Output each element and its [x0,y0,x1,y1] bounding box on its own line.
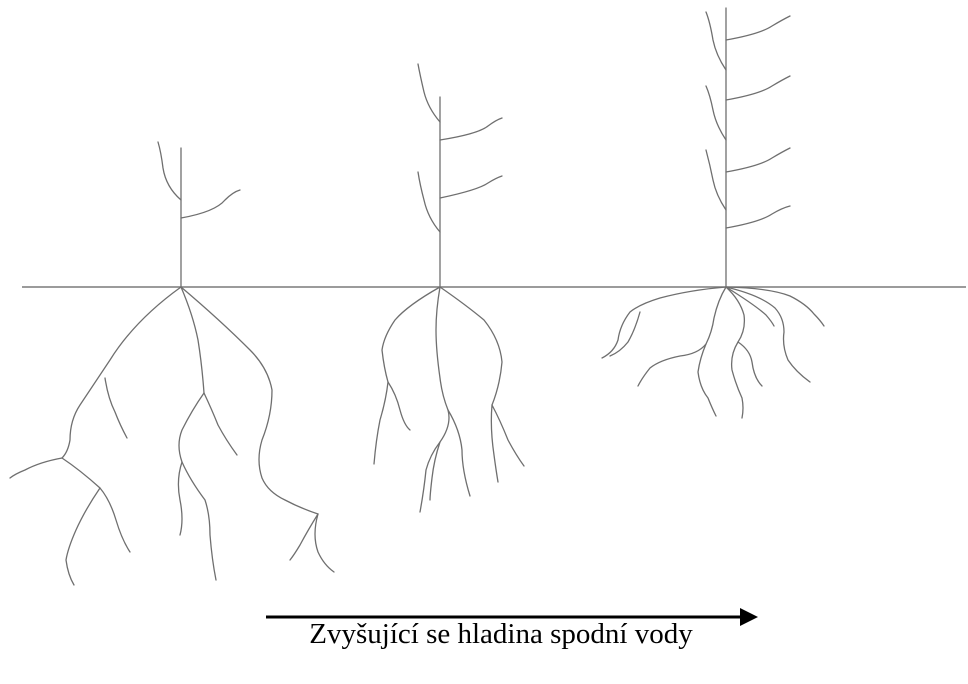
plant-3-roots [602,287,824,418]
plant-2-roots [374,287,524,512]
plant-shallow-roots [602,8,824,418]
plant-3-shoot [706,8,790,287]
plant-deep-roots [10,142,334,585]
plant-2-shoot [418,64,502,287]
plant-1-shoot [158,142,240,287]
plant-1-roots [10,287,334,585]
diagram-caption: Zvyšující se hladina spodní vody [0,618,968,651]
plant-medium-roots [374,64,524,512]
